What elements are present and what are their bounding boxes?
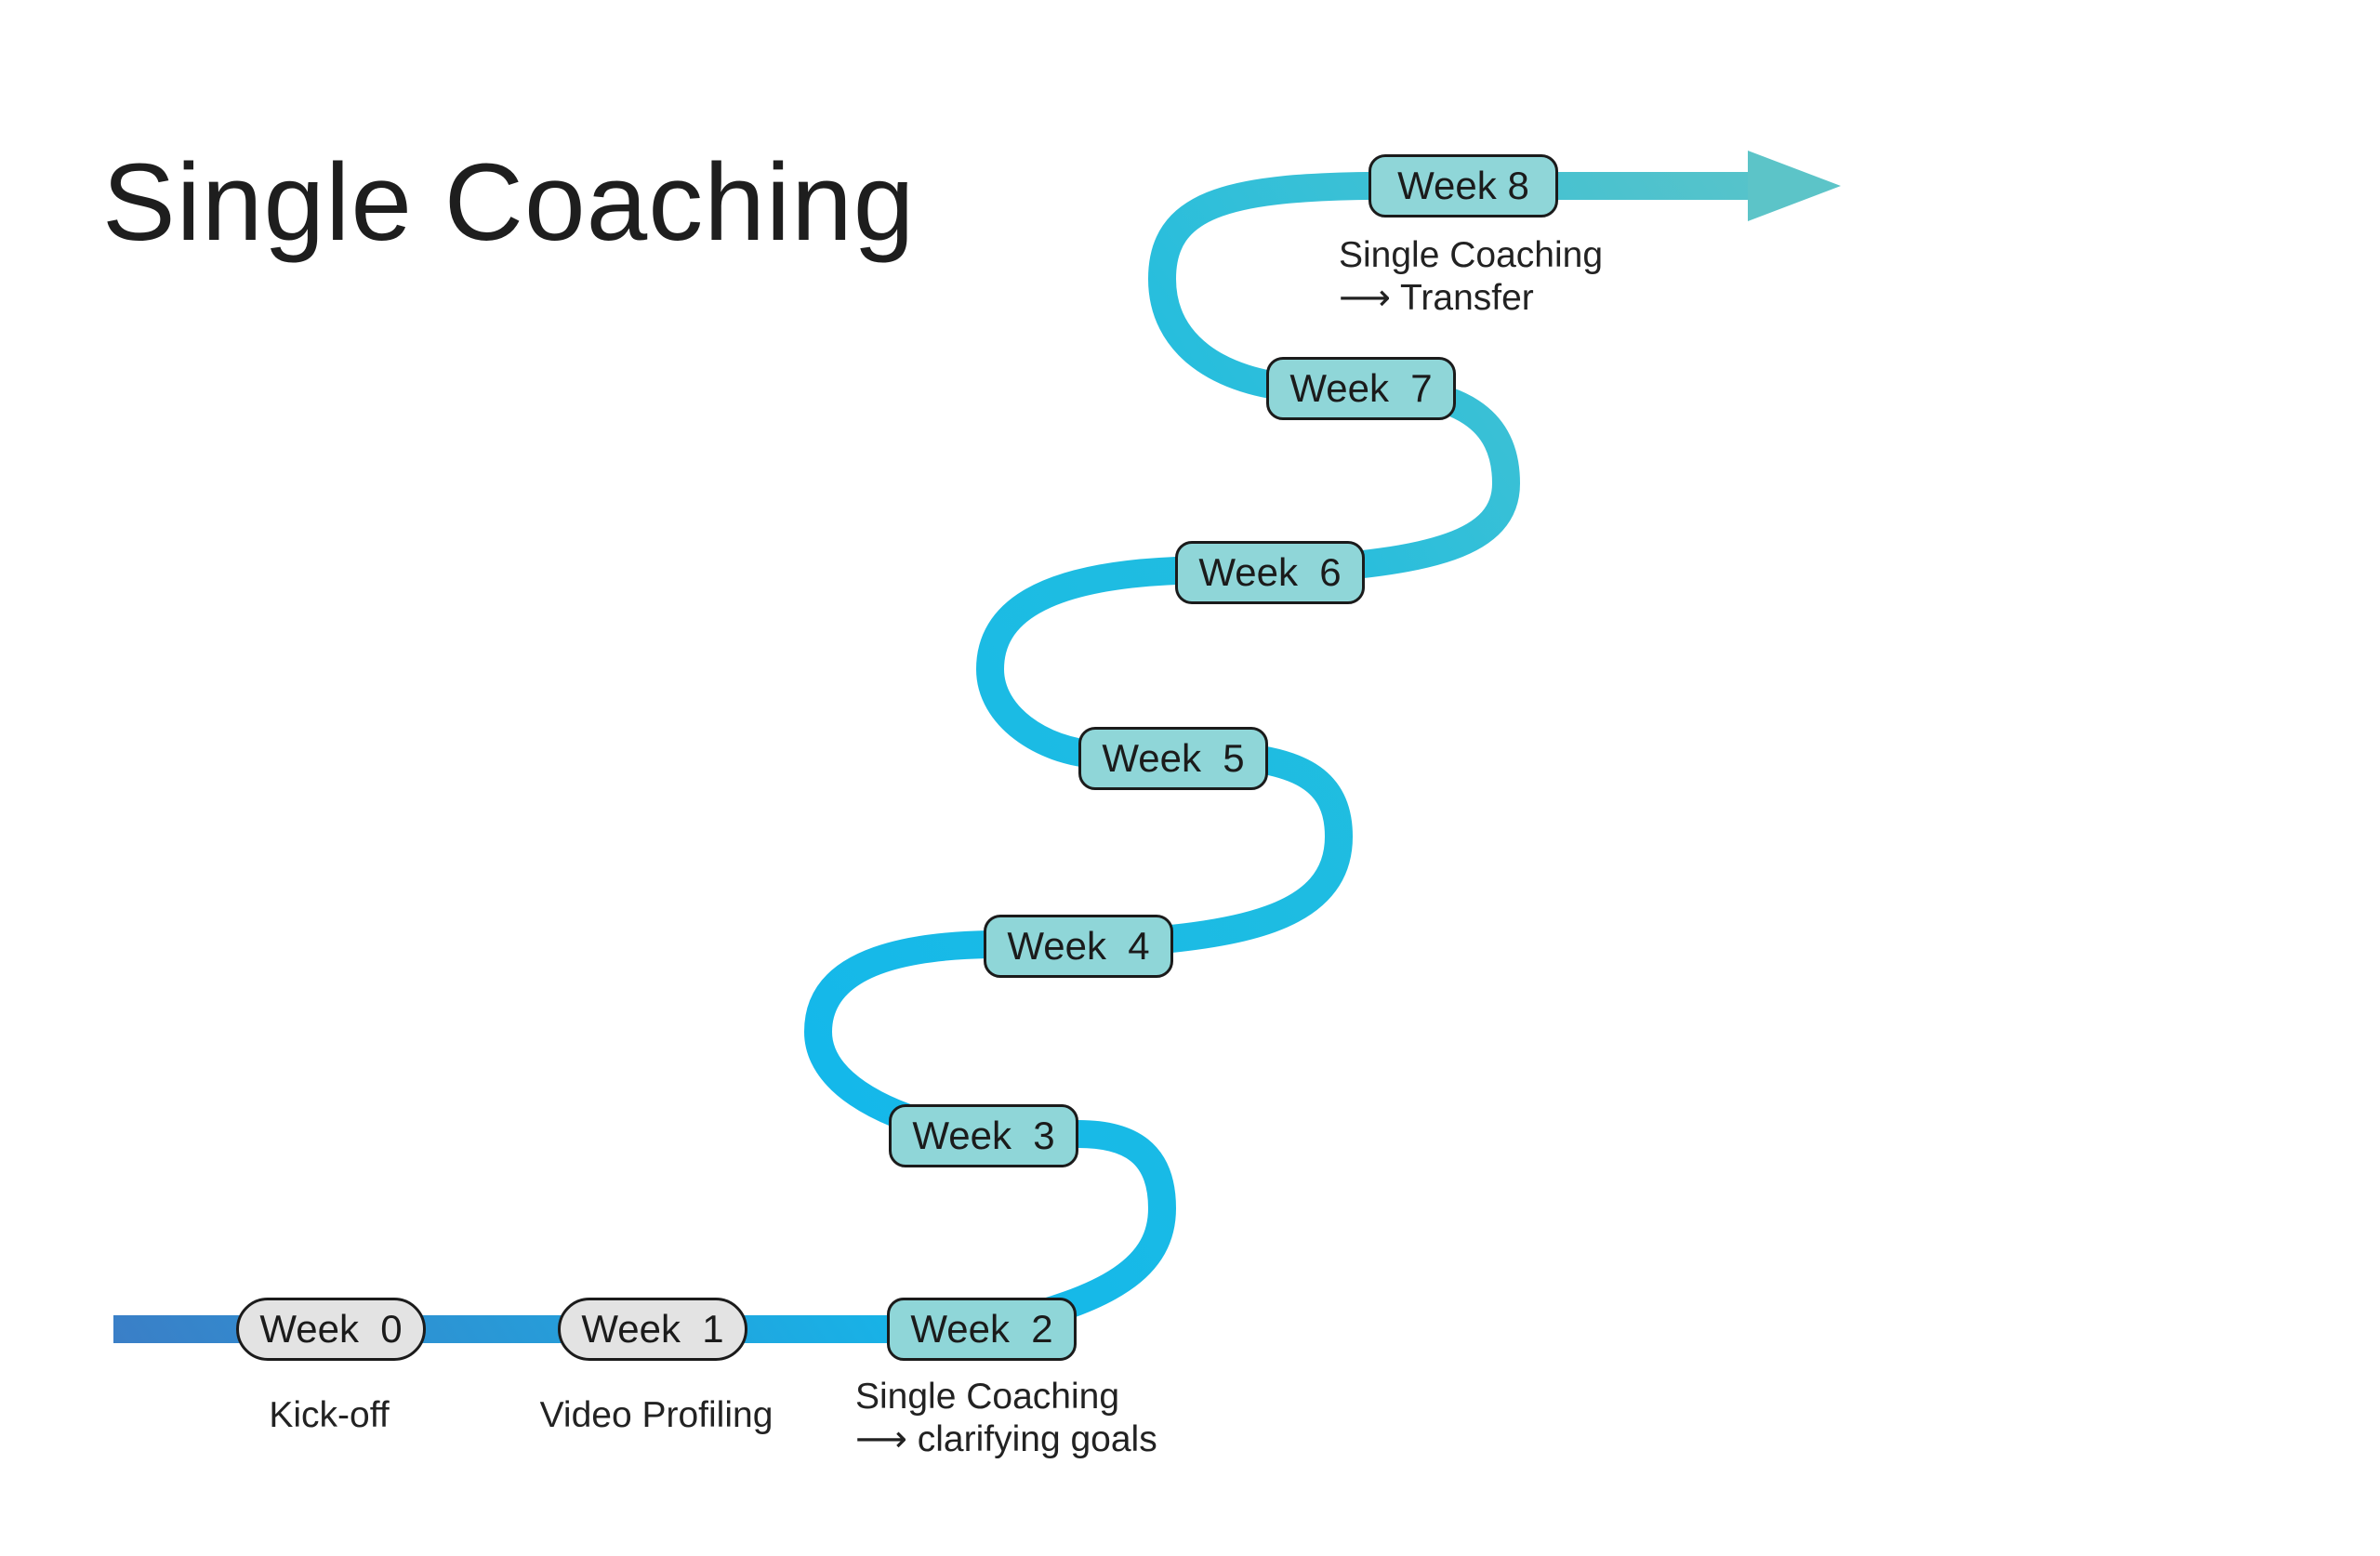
caption-week-0: Kick-off: [269, 1395, 390, 1435]
caption-week-1: Video Profiling: [539, 1395, 774, 1435]
milestone-week-2[interactable]: Week 2: [887, 1298, 1077, 1361]
milestone-week-1[interactable]: Week 1: [558, 1298, 747, 1361]
caption-week-2-line1: Single Coaching: [855, 1377, 1120, 1417]
milestone-week-4[interactable]: Week 4: [984, 915, 1173, 978]
milestone-week-7[interactable]: Week 7: [1266, 357, 1456, 420]
caption-week-8-line2: ⟶ Transfer: [1339, 278, 1534, 318]
milestone-week-6[interactable]: Week 6: [1175, 541, 1365, 604]
page-title: Single Coaching: [102, 141, 916, 264]
caption-week-2-line2: ⟶ clarifying goals: [855, 1419, 1157, 1459]
milestone-week-3[interactable]: Week 3: [889, 1104, 1078, 1167]
caption-week-8-line1: Single Coaching: [1339, 235, 1604, 275]
milestone-week-5[interactable]: Week 5: [1078, 727, 1268, 790]
milestone-week-0[interactable]: Week 0: [236, 1298, 426, 1361]
arrow-right-icon: [1748, 151, 1841, 221]
milestone-week-8[interactable]: Week 8: [1368, 154, 1558, 218]
